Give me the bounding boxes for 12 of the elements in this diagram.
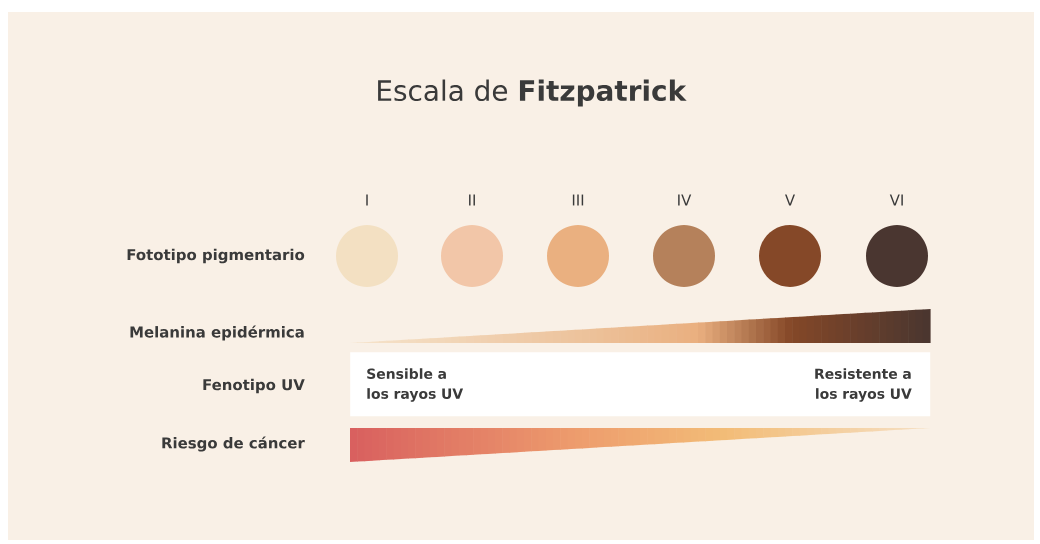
numeral: I	[366, 194, 368, 206]
row-label: Riesgo de cáncer	[162, 436, 305, 452]
numeral: II	[469, 194, 475, 206]
numeral: III	[572, 194, 584, 206]
phenotype-box: Sensible a los rayos UV Resistente a los rayos UV	[350, 352, 931, 417]
row-label: Fototipo pigmentario	[127, 248, 305, 264]
title: Escala de Fitzpatrick	[378, 79, 687, 107]
numeral: VI	[889, 194, 903, 206]
numeral: V	[785, 194, 795, 206]
numeral: IV	[678, 194, 692, 206]
row-label: Melanina epidérmica	[130, 325, 304, 341]
row-label: Fenotipo UV	[203, 378, 305, 394]
